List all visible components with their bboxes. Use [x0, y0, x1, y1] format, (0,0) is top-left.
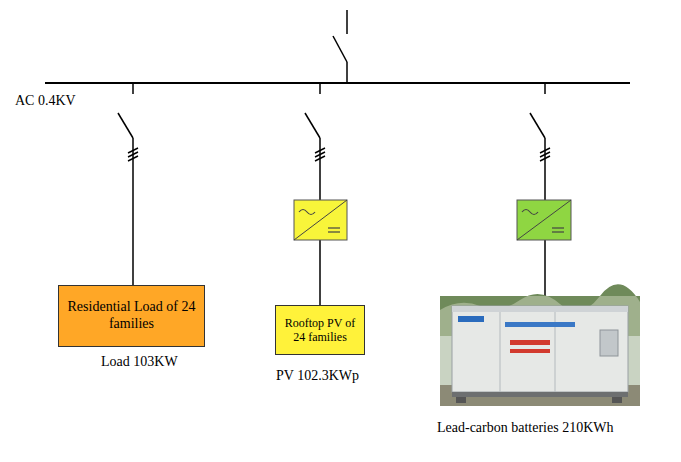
load-box: Residential Load of 24 familiesLoad 103K… — [58, 285, 205, 347]
bus-voltage-label: AC 0.4KV — [15, 93, 76, 109]
inverter-symbol — [294, 200, 347, 240]
battery-container-photo — [440, 284, 640, 406]
box-text: Rooftop PV of 24 families — [281, 316, 359, 345]
converter-symbol — [517, 200, 571, 240]
rating-caption: Load 103KW — [101, 354, 178, 370]
rating-caption: PV 102.3KWp — [276, 368, 359, 384]
battery-label: Lead-carbon batteries 210KWh — [437, 420, 613, 436]
pv-box: Rooftop PV of 24 familiesPV 102.3KWp — [275, 305, 365, 355]
box-text: Residential Load of 24 families — [64, 299, 199, 333]
